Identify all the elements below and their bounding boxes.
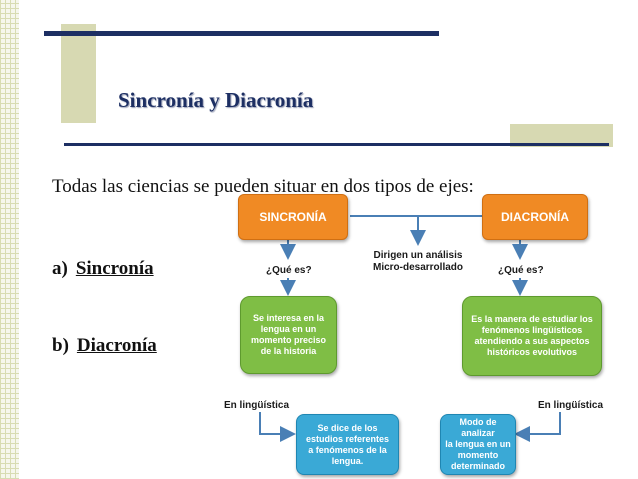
list-marker: b) (52, 335, 69, 356)
list-marker: a) (52, 258, 68, 279)
sincronia-linguistics-box: Se dice de los estudios referentes a fen… (296, 414, 399, 475)
sincronia-header-box: SINCRONÍA (238, 194, 348, 240)
olive-accent-right (510, 124, 613, 147)
diacronia-definition-box: Es la manera de estudiar los fenómenos l… (462, 296, 602, 376)
decorative-stripes (0, 0, 19, 479)
title-bar (44, 31, 439, 36)
diacronia-header-box: DIACRONÍA (482, 194, 588, 240)
slide-title: Sincronía y Diacronía (118, 88, 314, 112)
question-right: ¿Qué es? (498, 265, 544, 276)
arrow-ling-right (514, 412, 561, 442)
diacronia-linguistics-box: Modo de analizar la lengua en un momento… (440, 414, 516, 475)
list-item-sincronia: a) Sincronía (52, 258, 154, 280)
center-label: Dirigen un análisis Micro-desarrollado (372, 250, 464, 273)
ling-label-left: En lingüística (224, 400, 290, 411)
olive-accent-left (61, 24, 96, 123)
ling-label-right: En lingüística (538, 400, 604, 411)
list-label: Diacronía (76, 335, 157, 356)
intro-text: Todas las ciencias se pueden situar en d… (52, 176, 474, 197)
question-left: ¿Qué es? (266, 265, 312, 276)
diagram-arrows (259, 215, 561, 442)
concept-diagram: SINCRONÍA DIACRONÍA ¿Qué es? ¿Qué es? Di… (220, 186, 610, 479)
arrow-ling-left (259, 412, 296, 442)
list-item-diacronia: b) Diacronía (52, 335, 157, 357)
title-underline-bar (64, 143, 609, 146)
list-label: Sincronía (75, 258, 154, 279)
sincronia-definition-box: Se interesa en la lengua en un momento p… (240, 296, 337, 374)
